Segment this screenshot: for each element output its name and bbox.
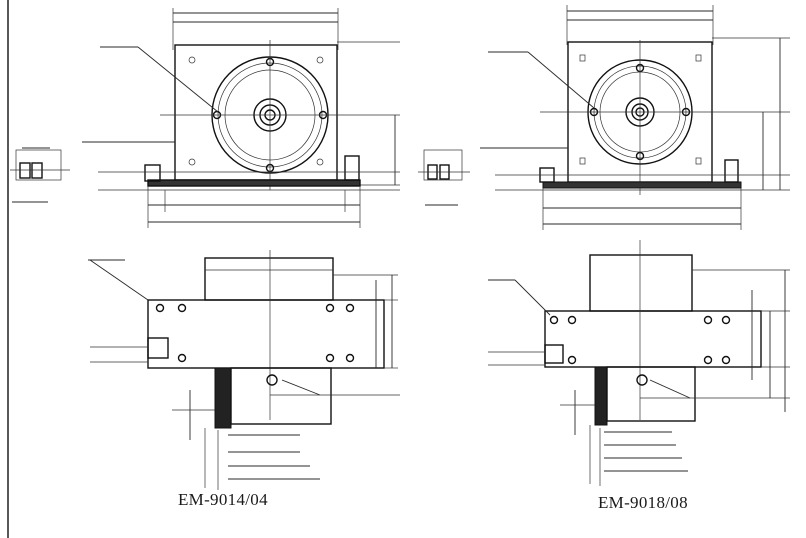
left-side-view bbox=[88, 250, 400, 490]
model-caption-right: EM-9018/08 bbox=[598, 493, 688, 512]
right-side-view bbox=[488, 240, 790, 486]
left-top-view bbox=[10, 8, 400, 228]
right-top-view bbox=[418, 5, 790, 230]
model-caption-left: EM-9014/04 bbox=[178, 490, 268, 509]
